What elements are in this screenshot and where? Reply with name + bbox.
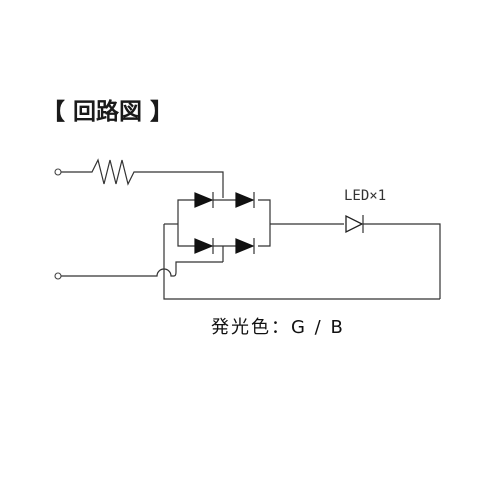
bridge-left-rail <box>177 199 195 224</box>
diagram-title: 【 回路図 】 <box>42 99 174 125</box>
led-symbol <box>345 214 364 234</box>
input-terminal-top <box>54 168 62 176</box>
bridge-right-rail <box>258 199 271 247</box>
emission-color-caption: 発光色：G / B <box>211 317 345 338</box>
diode-bottom-left <box>194 238 214 254</box>
bottom-input-wire <box>61 261 223 277</box>
resistor-symbol <box>61 158 224 198</box>
led-label: LED×1 <box>344 188 386 204</box>
diode-top-right <box>235 192 255 208</box>
bridge-left-rail-lower <box>177 224 195 247</box>
diode-top-left <box>194 192 214 208</box>
return-wire-left <box>163 224 440 300</box>
input-terminal-bottom <box>54 272 62 280</box>
return-wire-right <box>363 223 441 299</box>
diode-bottom-right <box>235 238 255 254</box>
